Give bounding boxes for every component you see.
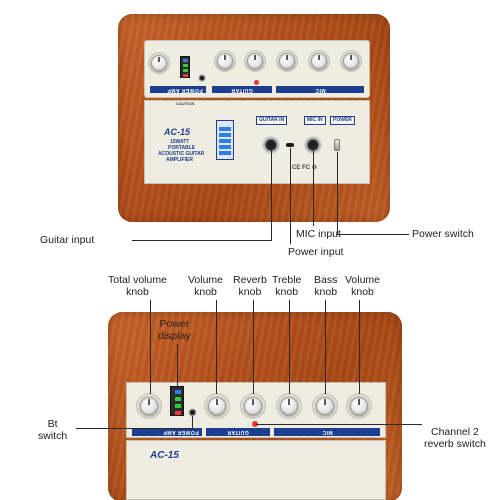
amp-bottom-front-panel [126,440,386,500]
mic-in-label: MIC IN [304,116,326,125]
model-name: AC-15 [150,450,179,461]
headphone-jack[interactable] [188,408,197,417]
product-line-1: PORTABLE [168,145,196,151]
power-display [180,56,190,78]
reverb-knob-leader [253,300,254,394]
reverb-knob[interactable] [244,397,262,415]
bass-knob-leader [325,300,326,394]
volume-knob-leader [216,300,217,394]
amp-top-front-panel [144,100,370,184]
led-red [175,411,181,415]
power-switch-leader [337,152,338,234]
power-switch-leader [337,234,409,235]
treble-knob[interactable] [280,397,298,415]
led-green [183,64,188,67]
power-input-port[interactable] [286,143,294,147]
led-blue [175,390,181,394]
led-red [183,74,188,77]
bt-switch-leader [192,416,193,428]
led-blue [183,59,188,62]
power-amp-label: POWER AMP [167,86,203,93]
led-green [175,397,181,401]
power-input-callout: Power input [288,246,344,258]
guitar-in-label: GUITAR IN [256,116,288,125]
power-input-leader [290,148,291,244]
reverb-knob[interactable] [247,53,263,69]
led-green [175,404,181,408]
total-volume-knob[interactable] [151,55,167,71]
power-amp-label: POWER AMP [163,429,199,435]
bass-knob[interactable] [316,397,334,415]
mic-bar: MIC [274,428,380,436]
mic-label: MIC [314,86,326,93]
guitar-bar: GUITAR [206,428,270,436]
mic-input-jack[interactable] [304,136,322,154]
treble-knob[interactable] [279,53,295,69]
led-green [183,69,188,72]
guitar-input-leader [132,240,272,241]
channel2-reverb-switch[interactable] [254,80,259,85]
channel2-volume-knob[interactable] [343,53,359,69]
mic-input-callout: MIC input [296,228,341,240]
guitar-label: GUITAR [231,86,253,93]
caution-label: CAUTION [176,101,195,106]
power-amp-bar: POWER AMP [150,86,206,93]
guitar-input-jack[interactable] [262,136,280,154]
guitar-input-callout: Guitar input [40,234,95,246]
mic-input-leader [313,150,314,226]
volume-knob-2-leader [359,300,360,394]
product-line-2: ACOUSTIC GUITAR [158,151,205,157]
power-label: POWER [330,116,355,125]
power-display [170,386,184,416]
guitar-label: GUITAR [227,429,249,435]
headphone-jack[interactable] [198,74,206,82]
total-volume-knob[interactable] [140,397,158,415]
power-switch-callout: Power switch [412,228,474,240]
channel1-volume-knob[interactable] [217,53,233,69]
bt-switch-leader [76,428,192,429]
product-line-3: AMPLIFIER [166,157,193,163]
wattage: 15WATT [170,139,190,145]
channel1-volume-knob[interactable] [208,397,226,415]
guitar-bar: GUITAR [212,86,272,93]
channel2-reverb-leader [256,424,422,425]
total-volume-leader [150,300,151,394]
bass-knob[interactable] [311,53,327,69]
channel2-volume-knob[interactable] [350,397,368,415]
power-switch[interactable] [334,139,340,151]
mic-bar: MIC [276,86,364,93]
treble-knob-leader [289,300,290,394]
power-amp-bar: POWER AMP [132,428,202,436]
mic-label: MIC [321,429,333,435]
channel2-reverb-switch[interactable] [252,421,258,427]
certification-marks: CE FC ♲ [292,165,318,171]
model-name: AC-15 [164,127,191,137]
battery-graphic [216,120,234,160]
guitar-input-leader [271,150,272,240]
power-display-leader [177,344,178,386]
